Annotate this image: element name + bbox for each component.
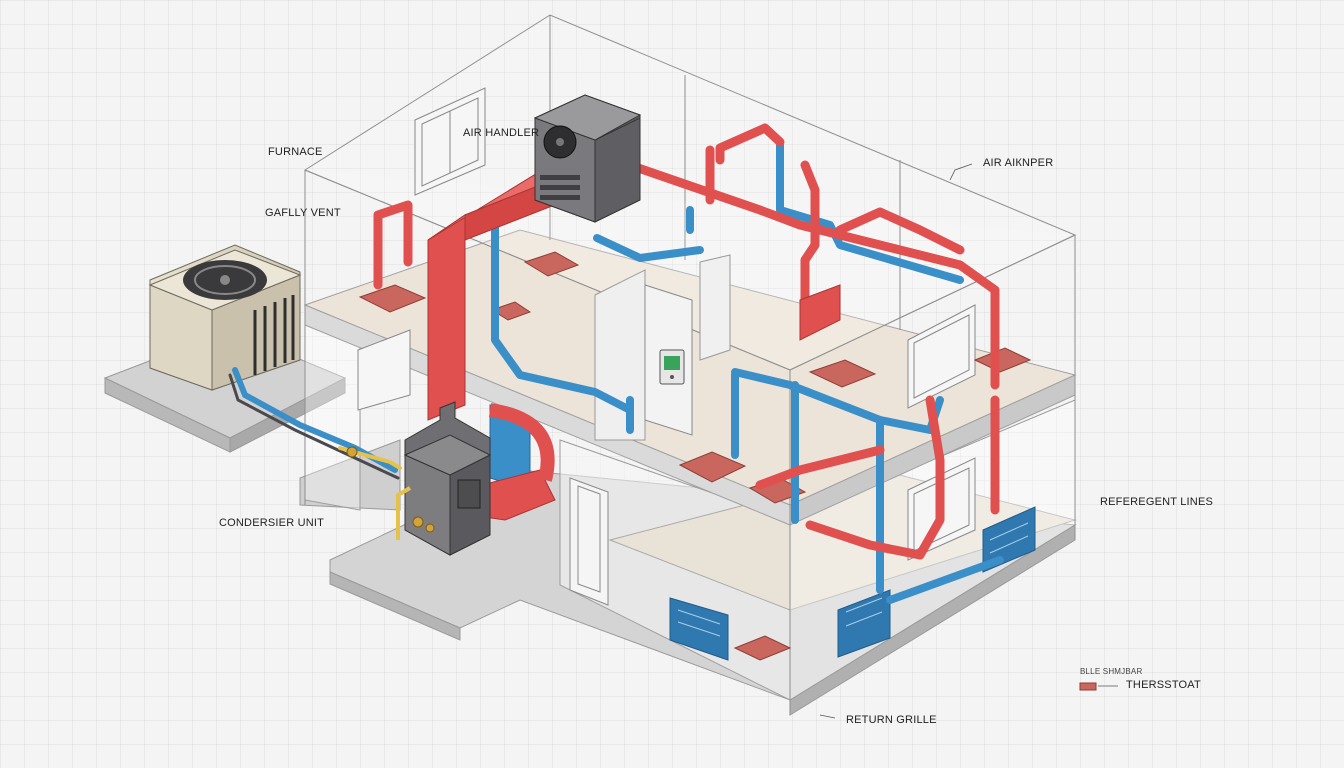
window-right-upper: [907, 304, 976, 409]
furnace-unit[interactable]: [403, 401, 492, 556]
refrigerant-lines: [228, 367, 402, 480]
label-air-damper: AIR AIКNPER: [983, 157, 1054, 169]
label-condenser-unit: CONDERSIER UNIT: [219, 517, 325, 529]
label-safety-vent: GAFLLY VENT: [265, 207, 341, 219]
label-return-grille: RETURN GRILLE: [846, 714, 937, 726]
legend-item-label: THERSSTOAT: [1126, 679, 1201, 691]
label-air-handler: AIR HANDLER: [463, 127, 540, 139]
label-refrigerant-lines: REFEREGENT LINES: [1100, 496, 1214, 508]
fan-icon: [543, 125, 577, 159]
return-grille: [669, 506, 1036, 661]
label-furnace: FURNACE: [268, 146, 323, 158]
condenser-unit[interactable]: [148, 244, 302, 391]
window-upper-left: [414, 87, 486, 196]
callout-lines: [819, 163, 1118, 719]
thermostat-icon[interactable]: [659, 349, 685, 385]
legend-swatch: [1079, 682, 1097, 691]
supply-ducts: [373, 123, 1000, 560]
air-handler-unit[interactable]: [533, 94, 642, 223]
window-left-lower: [357, 329, 411, 411]
legend-title: BLLE SHMJBAR: [1080, 667, 1143, 676]
gas-valve-icon: [396, 486, 435, 540]
